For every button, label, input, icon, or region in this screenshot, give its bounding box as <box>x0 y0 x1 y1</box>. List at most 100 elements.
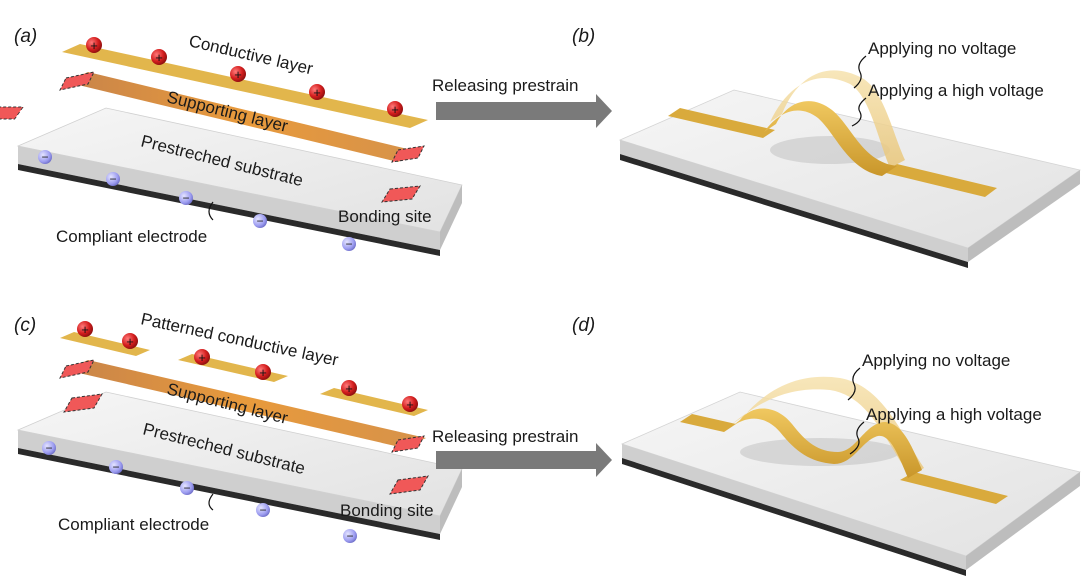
bonding-site <box>0 106 24 120</box>
electrode-leader <box>208 493 214 511</box>
svg-text:−: − <box>259 503 266 517</box>
negative-charges: − − − − − <box>38 150 356 251</box>
substrate-side <box>622 444 966 570</box>
flat-strip <box>900 472 1008 504</box>
substrate-end <box>440 469 462 534</box>
electrode-leader <box>208 201 214 221</box>
svg-text:+: + <box>313 85 321 100</box>
flat-strip <box>882 164 997 197</box>
svg-text:−: − <box>109 172 116 186</box>
panel-d: (d) Applying no voltage Applying a high … <box>572 315 1081 576</box>
positive-charge: + <box>341 380 357 396</box>
negative-charge: − <box>42 441 56 455</box>
negative-charge: − <box>180 481 194 495</box>
high-voltage-leader <box>849 421 865 455</box>
svg-text:−: − <box>41 150 48 164</box>
positive-charges: + + + + + <box>86 37 403 117</box>
positive-charge: + <box>86 37 102 53</box>
svg-text:+: + <box>155 50 163 65</box>
no-voltage-label: Applying no voltage <box>868 39 1016 58</box>
panel-a: (a) + + + + + − − − − − <box>0 26 463 256</box>
substrate-side <box>18 146 440 250</box>
negative-charge: − <box>38 150 52 164</box>
positive-charge: + <box>255 364 271 380</box>
panel-c: (c) + + + + + + − − − − − Patterned co <box>14 309 463 543</box>
positive-charges: + + + + + + <box>77 321 418 412</box>
svg-text:+: + <box>406 397 414 412</box>
negative-charge: − <box>343 529 357 543</box>
negative-charge: − <box>106 172 120 186</box>
supporting-layer <box>66 72 420 162</box>
ribbon-no-voltage <box>732 376 924 476</box>
svg-text:+: + <box>345 381 353 396</box>
svg-text:−: − <box>346 529 353 543</box>
panel-c-label: (c) <box>14 315 36 336</box>
svg-text:−: − <box>183 481 190 495</box>
svg-text:+: + <box>234 67 242 82</box>
arrow-right-icon <box>436 94 612 128</box>
supporting-layer <box>66 360 426 448</box>
compliant-electrode <box>622 458 966 576</box>
arrow-top-label: Releasing prestrain <box>432 76 578 95</box>
svg-text:+: + <box>90 38 98 53</box>
substrate-end <box>968 170 1080 262</box>
flat-strip <box>668 108 775 138</box>
svg-text:−: − <box>256 214 263 228</box>
bonding-site <box>59 359 95 379</box>
positive-charge: + <box>194 349 210 365</box>
panel-d-label: (d) <box>572 315 595 336</box>
no-voltage-leader <box>853 55 867 89</box>
no-voltage-label: Applying no voltage <box>862 351 1010 370</box>
positive-charge: + <box>402 396 418 412</box>
bonding-site-label: Bonding site <box>340 501 434 520</box>
negative-charge: − <box>342 237 356 251</box>
high-voltage-leader <box>851 97 867 127</box>
substrate-end <box>440 185 462 250</box>
compliant-electrode <box>620 154 968 268</box>
no-voltage-leader <box>847 367 861 401</box>
conductive-segment <box>60 332 150 356</box>
positive-charge: + <box>122 333 138 349</box>
arrow-top: Releasing prestrain <box>432 76 612 128</box>
panel-a-label: (a) <box>14 26 37 47</box>
bonding-site <box>389 475 429 495</box>
svg-text:−: − <box>345 237 352 251</box>
flat-strip <box>680 414 736 432</box>
bonding-site <box>391 435 425 453</box>
positive-charge: + <box>151 49 167 65</box>
substrate-side <box>18 430 440 534</box>
panel-b: (b) Applying no voltage Applying a high … <box>572 26 1081 268</box>
svg-text:+: + <box>198 350 206 365</box>
substrate-side <box>620 140 968 262</box>
svg-text:−: − <box>45 441 52 455</box>
ribbon-high-voltage <box>730 408 922 478</box>
compliant-electrode-label: Compliant electrode <box>58 515 209 534</box>
positive-charge: + <box>230 66 246 82</box>
positive-charge: + <box>77 321 93 337</box>
compliant-electrode-label: Compliant electrode <box>56 227 207 246</box>
bonding-site-label: Bonding site <box>338 207 432 226</box>
positive-charge: + <box>309 84 325 100</box>
svg-text:+: + <box>259 365 267 380</box>
svg-text:−: − <box>182 191 189 205</box>
high-voltage-label: Applying a high voltage <box>868 81 1044 100</box>
svg-text:+: + <box>391 102 399 117</box>
bonding-site <box>59 71 95 91</box>
negative-charge: − <box>179 191 193 205</box>
conductive-layer-label: Conductive layer <box>187 31 315 78</box>
bonding-site <box>391 145 425 163</box>
conductive-layer <box>62 44 428 128</box>
high-voltage-label: Applying a high voltage <box>866 405 1042 424</box>
bonding-site <box>63 393 103 413</box>
substrate-end <box>966 472 1080 570</box>
negative-charge: − <box>109 460 123 474</box>
ribbon-no-voltage <box>770 70 905 168</box>
negative-charges: − − − − − <box>42 441 357 543</box>
compliant-electrode <box>18 448 440 540</box>
svg-text:+: + <box>81 322 89 337</box>
svg-text:+: + <box>126 334 134 349</box>
arrow-bottom: Releasing prestrain <box>432 427 612 477</box>
negative-charge: − <box>256 503 270 517</box>
compliant-electrode <box>18 164 440 256</box>
